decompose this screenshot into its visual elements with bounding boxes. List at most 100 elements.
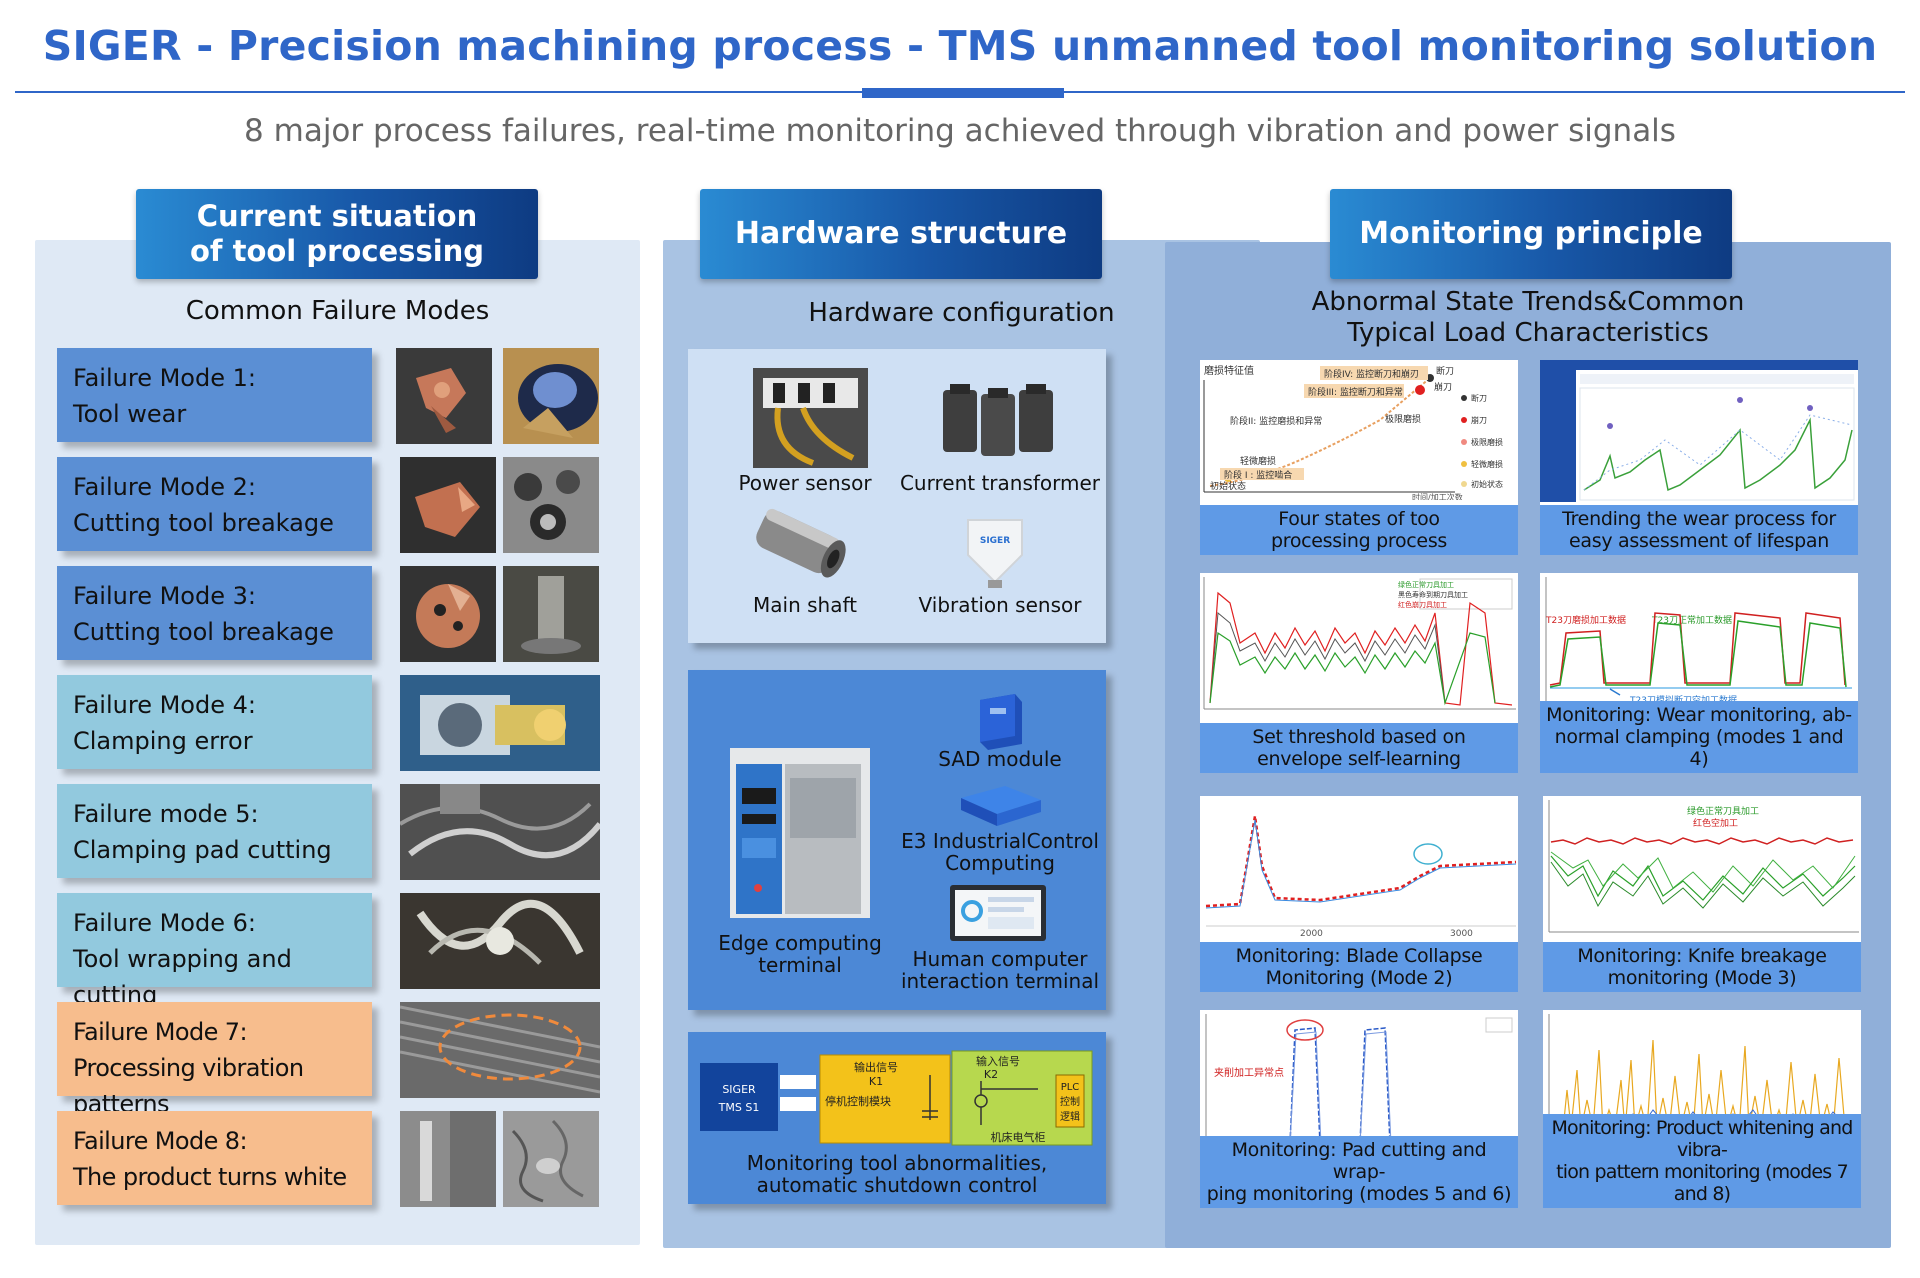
- c1-stage1: 阶段 I : 监控啮合: [1224, 469, 1292, 481]
- product-whitening-image-a: [400, 1111, 496, 1207]
- device-name-line1: SIGER: [722, 1083, 756, 1096]
- c1-broken: 断刀: [1436, 365, 1454, 377]
- heading-monitoring-principle: Monitoring principle: [1330, 189, 1732, 279]
- c1-xlabel: 时间/加工次数: [1412, 492, 1463, 500]
- device-name-line2: TMS S1: [718, 1101, 760, 1114]
- c1-stage2: 阶段II: 监控磨损和异常: [1230, 415, 1322, 427]
- tool-wrapping-image: [400, 893, 600, 989]
- c4-green-label: T23刀正常加工数据: [1651, 614, 1732, 626]
- main-shaft-label: Main shaft: [753, 593, 857, 617]
- page-subtitle: 8 major process failures, real-time moni…: [244, 113, 1676, 149]
- current-transformer-image: [935, 380, 1060, 460]
- c1-initial: 初始状态: [1210, 480, 1246, 492]
- c1-leg3: 极限磨损: [1471, 437, 1503, 447]
- failure-mode-6: Failure Mode 6:Tool wrapping and cutting: [57, 893, 372, 1009]
- vibration-sensor-brand: SIGER: [980, 536, 1010, 546]
- hci-terminal-image: [948, 883, 1048, 943]
- c3-leg2: 黑色寿命到期刀具加工: [1398, 590, 1468, 599]
- shutdown-control-diagram: SIGER TMS S1 输出信号 K1 停机控制模块 输入信号 K2 PLC …: [698, 1045, 1098, 1150]
- vibration-sensor-label: Vibration sensor: [918, 593, 1082, 617]
- c1-stage4: 阶段IV: 监控断刀和崩刃: [1324, 368, 1419, 380]
- failure-mode-4: Failure Mode 4:Clamping error: [57, 675, 372, 769]
- card-wear-monitoring: T23刀磨损加工数据 T23刀正常加工数据 T23刀模拟断刀空加工数据 Moni…: [1540, 573, 1858, 773]
- c1-extreme: 极限磨损: [1385, 413, 1421, 425]
- c1-chip: 崩刀: [1434, 381, 1452, 393]
- card-knife-breakage: 绿色正常刀具加工 红色空加工 Monitoring: Knife breakag…: [1543, 796, 1861, 992]
- card-pad-cutting: 夹削加工异常点 Monitoring: Pad cutting and wrap…: [1200, 1010, 1518, 1208]
- failure-mode-3: Failure Mode 3:Cutting tool breakage: [57, 566, 372, 660]
- sad-module-label: SAD module: [938, 747, 1062, 771]
- e3-computer-image: [955, 780, 1045, 830]
- power-sensor-image: [753, 368, 868, 468]
- power-sensor-label: Power sensor: [738, 471, 872, 495]
- c1-leg5: 初始状态: [1471, 479, 1503, 489]
- main-shaft-image: [745, 500, 850, 585]
- c3-leg3: 红色崩刀具加工: [1398, 600, 1447, 609]
- cabinet-label: 机床电气柜: [991, 1130, 1046, 1144]
- failure-mode-5: Failure mode 5:Clamping pad cutting: [57, 784, 372, 878]
- section-title-hardware-config: Hardware configuration: [808, 298, 1115, 328]
- c4-red-label: T23刀磨损加工数据: [1545, 614, 1626, 626]
- c3-leg1: 绿色正常刀具加工: [1398, 580, 1454, 589]
- current-transformer-label: Current transformer: [899, 471, 1101, 495]
- tool-wear-image-b: [503, 348, 599, 444]
- heading-hardware-structure: Hardware structure: [700, 189, 1102, 279]
- title-accent-bar: [862, 88, 1064, 98]
- tool-wear-image-a: [396, 348, 492, 444]
- c1-ylabel: 磨损特征值: [1204, 364, 1254, 377]
- clamping-pad-cutting-image: [400, 784, 600, 880]
- k1-label: K1: [869, 1075, 883, 1088]
- c6-leg1: 绿色正常刀具加工: [1687, 805, 1759, 817]
- tool-breakage-image-a: [400, 457, 496, 553]
- plc-control-label: 控制: [1060, 1095, 1080, 1108]
- c1-leg2: 崩刀: [1471, 415, 1487, 425]
- card-four-states: 磨损特征值 阶段IV: 监控断刀和崩刃 阶段III: 监控断刀和异常 阶段II:…: [1200, 360, 1518, 555]
- card-whitening-vibration: Monitoring: Product whitening and vibra-…: [1543, 1010, 1861, 1208]
- shutdown-control-caption: Monitoring tool abnormalities,automatic …: [746, 1151, 1048, 1197]
- vibration-pattern-image: [400, 1002, 600, 1098]
- failure-mode-1: Failure Mode 1:Tool wear: [57, 348, 372, 442]
- output-signal-label: 输出信号: [854, 1060, 898, 1074]
- edge-computing-terminal-image: [730, 748, 870, 918]
- card-whitening-vibration-caption: Monitoring: Product whitening and vibra-…: [1543, 1114, 1861, 1208]
- input-signal-label: 输入信号: [976, 1054, 1020, 1068]
- c5-x1: 2000: [1300, 929, 1323, 936]
- failure-mode-7: Failure Mode 7:Processing vibration patt…: [57, 1002, 372, 1118]
- sad-module-image: [970, 690, 1030, 752]
- tool-breakage-image-b: [503, 457, 599, 553]
- c1-stage3: 阶段III: 监控断刀和异常: [1308, 386, 1403, 398]
- card-envelope-threshold: 绿色正常刀具加工 黑色寿命到期刀具加工 红色崩刀具加工 Set threshol…: [1200, 573, 1518, 773]
- c6-leg2: 红色空加工: [1693, 817, 1738, 829]
- c1-leg4: 轻微磨损: [1471, 459, 1503, 469]
- failure-mode-2: Failure Mode 2:Cutting tool breakage: [57, 457, 372, 551]
- c7-label: 夹削加工异常点: [1214, 1066, 1284, 1079]
- product-whitening-image-b: [503, 1111, 599, 1207]
- c1-light: 轻微磨损: [1240, 455, 1276, 467]
- c1-leg1: 断刀: [1471, 393, 1487, 403]
- tool-breakage-image-d: [503, 566, 599, 662]
- plc-label: PLC: [1061, 1082, 1080, 1093]
- section-title-failure-modes: Common Failure Modes: [185, 296, 490, 326]
- c5-x2: 3000: [1450, 929, 1473, 936]
- plc-logic-label: 逻辑: [1060, 1110, 1080, 1123]
- card-wear-monitoring-caption: Monitoring: Wear monitoring, ab-normal c…: [1540, 701, 1858, 773]
- clamping-error-image: [400, 675, 600, 771]
- stop-module-label: 停机控制模块: [825, 1094, 891, 1108]
- card-pad-cutting-caption: Monitoring: Pad cutting and wrap-ping mo…: [1200, 1136, 1518, 1208]
- page-title: SIGER - Precision machining process - TM…: [42, 22, 1878, 70]
- tool-breakage-image-c: [400, 566, 496, 662]
- k2-label: K2: [984, 1068, 998, 1081]
- failure-mode-8: Failure Mode 8:The product turns white: [57, 1111, 372, 1205]
